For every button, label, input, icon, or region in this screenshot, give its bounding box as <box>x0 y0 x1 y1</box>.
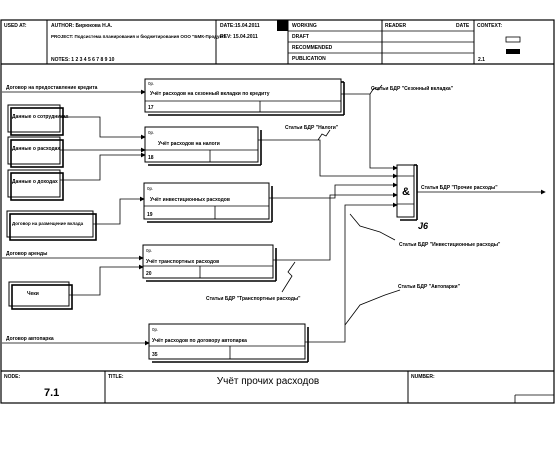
activity-label-20: Учёт транспортных расходов <box>146 259 219 265</box>
output-label-seasonal: Статьи БДР "Сезонный вкладка" <box>371 85 454 92</box>
leader-investment <box>349 213 396 241</box>
title-label: TITLE: <box>108 374 124 380</box>
input-label-deposit: Договор на размещение вклада <box>12 221 84 226</box>
input-label-fleet: Договор автопарка <box>6 336 54 342</box>
activity-number-20: 20 <box>146 271 152 277</box>
input-label-checks: Чеки <box>27 291 39 297</box>
header-block: USED AT: AUTHOR: Бирюкова Н.А. PROJECT: … <box>1 20 554 65</box>
activity-box-17 <box>144 78 342 113</box>
project-text: PROJECT: Подсистема планирования и бюдже… <box>51 33 226 39</box>
working-marker <box>277 20 288 31</box>
output-label-other: Статья БДР "Прочие расходы" <box>421 185 498 191</box>
rev-text: REV: 15.04.2011 <box>220 34 258 40</box>
diagram-title: Учёт прочих расходов <box>217 376 319 387</box>
arrow-incomes <box>60 152 146 181</box>
input-label-incomes: Данные о доходах <box>12 179 58 185</box>
output-label-transport: Статьи БДР "Транспортные расходы" <box>206 296 301 302</box>
used-at-label: USED AT: <box>4 23 27 29</box>
context-box-empty <box>505 36 521 43</box>
activity-number-35: 35 <box>152 352 158 358</box>
activity-label-35: Учёт расходов по договору автопарка <box>152 338 247 344</box>
status-recommended: RECOMMENDED <box>292 45 333 51</box>
notes-text: NOTES: 1 2 3 4 5 6 7 8 9 10 <box>51 57 115 63</box>
leader-seasonal <box>369 84 383 95</box>
status-working: WORKING <box>292 23 317 29</box>
leader-fleet <box>344 289 401 326</box>
activity-tag-17: 0р. <box>148 81 154 86</box>
activity-box-19 <box>143 182 270 220</box>
node-label: NODE: <box>4 374 20 380</box>
activity-label-17: Учёт расходов на сезонный вкладки по кре… <box>150 90 270 97</box>
arrow-checks <box>69 264 144 296</box>
date2-label: DATE <box>456 23 470 29</box>
junction-id: J6 <box>418 221 429 231</box>
node-value: 7.1 <box>44 387 59 399</box>
footer-block: NODE: 7.1 TITLE: Учёт прочих расходов NU… <box>1 370 554 403</box>
status-draft: DRAFT <box>292 34 309 40</box>
reader-label: READER <box>385 23 407 29</box>
activity-number-19: 19 <box>147 212 153 218</box>
arrow-out-19 <box>269 182 398 199</box>
activity-tag-20: 0р. <box>146 248 152 253</box>
junction-and: & J6 <box>396 164 429 231</box>
activity-tag-19: 0р. <box>147 186 153 191</box>
activity-label-18: Учёт расходов на налоги <box>158 141 220 147</box>
arrow-employees <box>60 116 146 140</box>
arrow-deposit <box>93 196 145 225</box>
input-label-credit: Договор на предоставление кредита <box>6 85 98 91</box>
source-box-employees <box>7 104 61 133</box>
leader-transport <box>281 261 296 293</box>
activity-box-20 <box>142 244 274 279</box>
arrow-out-35 <box>305 202 398 343</box>
source-box-checks <box>8 281 70 307</box>
labels: Договор на предоставление кредита Данные… <box>6 81 501 358</box>
arrow-out-17 <box>341 93 398 171</box>
input-label-expenses: Данные о расходах <box>12 146 60 152</box>
context-box-filled <box>506 49 520 54</box>
leader-taxes <box>317 129 331 141</box>
activity-box-18 <box>144 126 259 163</box>
arrow-out-18 <box>258 139 398 179</box>
activity-tag-18: 0р. <box>148 130 154 135</box>
status-publication: PUBLICATION <box>292 56 326 62</box>
node-ref: 2.1 <box>478 57 485 63</box>
author-text: AUTHOR: Бирюкова Н.А. <box>51 23 113 29</box>
activity-tag-35: 0р. <box>152 327 158 332</box>
activity-number-18: 18 <box>148 155 154 161</box>
output-label-fleet: Статьи БДР "Автопарки" <box>398 284 461 290</box>
activity-number-17: 17 <box>148 105 154 111</box>
activity-label-19: Учёт инвестиционных расходов <box>150 197 230 203</box>
number-label: NUMBER: <box>411 374 435 380</box>
arrows <box>2 84 546 346</box>
output-label-investment: Статьи БДР "Инвестиционные расходы" <box>399 242 501 248</box>
junction-symbol: & <box>402 186 410 198</box>
activity-boxes <box>142 78 345 363</box>
input-label-employees: Данные о сотрудниках <box>12 114 69 120</box>
source-box-expenses <box>7 136 61 165</box>
output-label-taxes: Статьи БДР "Налоги" <box>285 125 339 131</box>
context-label: CONTEXT: <box>477 23 502 29</box>
date-text: DATE:15.04.2011 <box>220 23 260 29</box>
arrow-out-20 <box>273 192 398 261</box>
input-boxes <box>6 104 97 310</box>
input-label-lease: Договор аренды <box>6 251 47 257</box>
source-box-incomes <box>7 169 61 198</box>
